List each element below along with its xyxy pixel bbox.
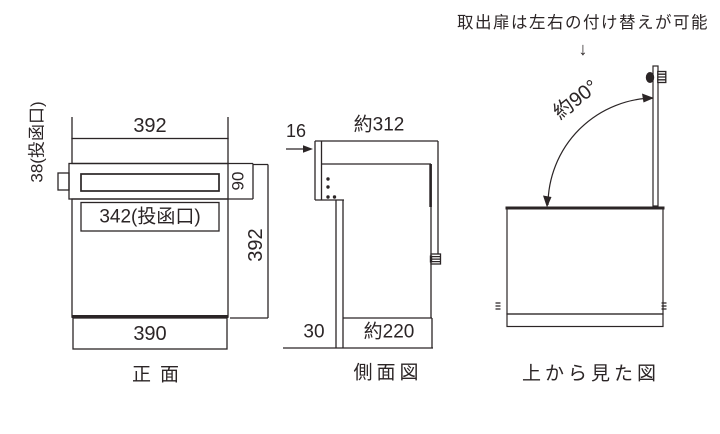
top-arc-arrowhead-right [642,93,654,103]
front-mail-slot [80,173,220,192]
side-front-strip [314,141,344,201]
top-arc-arrowhead-left [543,195,552,208]
front-view-caption: 正面 [131,364,189,386]
side-top-depth-label: 約312 [353,114,405,136]
top-swing-arc [547,97,656,206]
top-hinge-mark-left [495,302,501,310]
side-view-caption: 側面図 [353,362,423,384]
front-lid [71,137,229,165]
side-screw-holes [326,177,337,199]
front-top-dim-ticks [71,117,229,139]
front-view-drawing [57,117,269,350]
side-front-plate-label: 16 [285,121,307,141]
front-slot-width-box [80,201,220,232]
door-swap-note: 取出扉は左右の付け替えが可能 [457,13,709,32]
front-slot-height-label: 38(投函口) [27,101,47,183]
top-door-knob [645,70,667,84]
side-16-arrowhead [303,145,313,153]
front-top-width-label: 392 [133,115,167,137]
top-front-band [506,313,664,328]
top-hinge-mark-right [661,302,667,310]
down-arrow-icon: ↓ [578,39,588,59]
side-view-drawing [283,140,442,349]
top-view-drawing [495,65,667,328]
front-band-dim-bracket [228,162,254,200]
side-back-panel [335,200,344,348]
front-height-dim-bracket [230,163,269,319]
front-bottom-width-label: 390 [133,323,167,345]
front-bottom-dim-box [72,317,228,350]
front-slot-band [68,162,229,200]
side-bracket-depth-label: 30 [303,321,325,343]
top-view-caption: 上から見た図 [521,363,661,385]
side-latch-knob [429,253,442,265]
top-open-door [652,65,659,207]
side-body-bottom [343,317,433,348]
front-height-label: 392 [245,228,267,262]
front-slot-width-label: 342(投函口) [99,206,201,228]
front-slot-height-bracket [57,172,70,191]
front-band-height-label: 90 [228,171,248,191]
side-body-depth-label: 約220 [363,321,415,343]
top-box-body [506,207,664,315]
